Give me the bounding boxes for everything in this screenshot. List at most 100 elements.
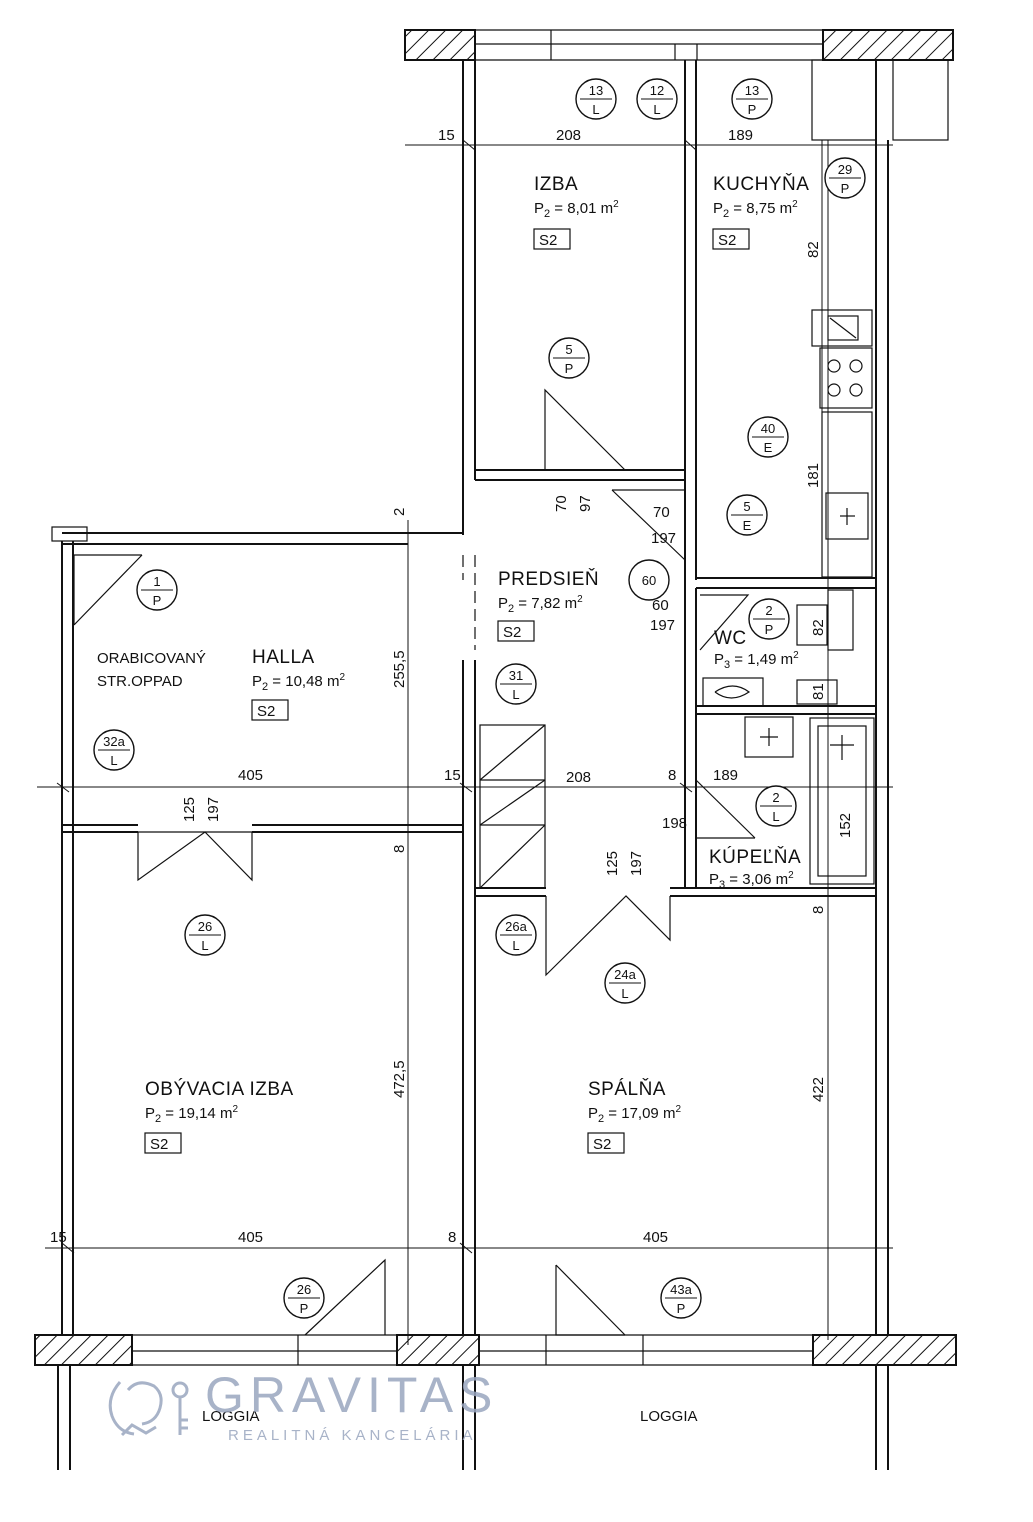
svg-text:82: 82 [805,241,822,258]
izba-code: S2 [539,232,557,249]
tag-number: 24a [614,967,636,982]
tag-29-P: 29P [824,157,866,199]
halla-area: P2 = 10,48 m2 [252,672,345,693]
tag-letter: P [765,622,774,637]
svg-text:208: 208 [556,127,581,144]
tag-12-L: 12L [636,78,678,120]
svg-text:15: 15 [444,767,461,784]
tag-2-P: 2P [748,598,790,640]
tag-1-P: 1P [136,569,178,611]
spalna-name: SPÁLŇA [588,1078,666,1100]
tag-letter: P [841,181,850,196]
room-labels: IZBA P2 = 8,01 m2 S2 KUCHYŇA P2 = 8,75 m… [97,173,809,1425]
tag-40-E: 40E [747,416,789,458]
spalna-area: P2 = 17,09 m2 [588,1104,681,1125]
tag-5-P: 5P [548,337,590,379]
gravitas-logo: GRAVITAS REALITNÁ KANCELÁRIA [108,1367,492,1444]
svg-text:125: 125 [181,797,198,822]
tag-number: 12 [650,83,664,98]
dimension-lines [37,139,893,1345]
tag-letter: L [201,938,208,953]
svg-text:405: 405 [238,1229,263,1246]
tag-letter: L [772,809,779,824]
tag-letter: E [764,440,773,455]
logo-subtitle: REALITNÁ KANCELÁRIA [228,1427,477,1444]
svg-text:8: 8 [810,906,827,914]
windows-top [475,29,949,141]
loggia-left-name: LOGGIA [202,1408,260,1425]
svg-text:15: 15 [438,127,455,144]
halla-name: HALLA [252,647,315,668]
tag-letter: P [300,1301,309,1316]
tag-number: 26a [505,919,527,934]
reference-tags: 13L12L13P29P5P40E5E601P2P31L32aL2L26L26a… [93,78,866,1319]
tag-letter: L [653,102,660,117]
dimension-labels: 15 208 189 82 181 70 97 70 197 2 255,5 6… [50,127,854,1246]
kuchyna-code: S2 [718,232,736,249]
tag-13-L: 13L [575,78,617,120]
tag-5-E: 5E [726,494,768,536]
svg-text:405: 405 [238,767,263,784]
tag-number: 2 [765,603,772,618]
predsien-code: S2 [503,624,521,641]
windows-bottom [132,1334,813,1366]
tag-number: 2 [772,790,779,805]
doors [73,388,756,1336]
svg-text:422: 422 [810,1077,827,1102]
tag-number: 5 [743,499,750,514]
wardrobe [479,724,546,889]
svg-text:15: 15 [50,1229,67,1246]
obyvacia-name: OBÝVACIA IZBA [145,1079,294,1100]
tag-number: 43a [670,1282,692,1297]
kupelna-name: KÚPEĽŇA [709,846,801,868]
svg-text:81: 81 [810,683,827,700]
svg-text:208: 208 [566,769,591,786]
svg-text:197: 197 [650,617,675,634]
tag-letter: L [621,986,628,1001]
wc-area: P3 = 1,49 m2 [714,650,799,671]
interior-walls [51,60,889,1470]
svg-text:255,5: 255,5 [391,650,408,688]
tag-number: 60 [642,573,656,588]
svg-text:60: 60 [652,597,669,614]
tag-letter: L [512,938,519,953]
obyvacia-code: S2 [150,1136,168,1153]
svg-text:198: 198 [662,815,687,832]
svg-text:70: 70 [553,495,570,512]
kitchen-fixtures [811,140,873,578]
svg-text:82: 82 [810,619,827,636]
tag-letter: E [743,518,752,533]
lion-emblem-icon [108,1381,189,1437]
tag-number: 1 [153,574,160,589]
svg-text:197: 197 [651,530,676,547]
obyvacia-area: P2 = 19,14 m2 [145,1104,238,1125]
tag-number: 31 [509,668,523,683]
kupelna-area: P3 = 3,06 m2 [709,870,794,891]
tag-letter: L [110,753,117,768]
tag-letter: L [592,102,599,117]
tag-number: 26 [297,1282,311,1297]
tag-letter: P [153,593,162,608]
tag-letter: P [677,1301,686,1316]
tag-number: 40 [761,421,775,436]
tag-number: 29 [838,162,852,177]
bath-fixtures [702,589,875,885]
structural-walls [34,29,957,1366]
predsien-name: PREDSIEŇ [498,568,599,590]
svg-text:70: 70 [653,504,670,521]
kuchyna-area: P2 = 8,75 m2 [713,199,798,220]
svg-text:197: 197 [205,797,222,822]
svg-text:97: 97 [577,495,594,512]
svg-text:181: 181 [805,463,822,488]
tag-number: 5 [565,342,572,357]
halla-code: S2 [257,703,275,720]
tag-letter: P [748,102,757,117]
note-line2: STR.OPPAD [97,673,183,690]
tag-26-L: 26L [184,914,226,956]
tag-60: 60 [628,559,670,601]
